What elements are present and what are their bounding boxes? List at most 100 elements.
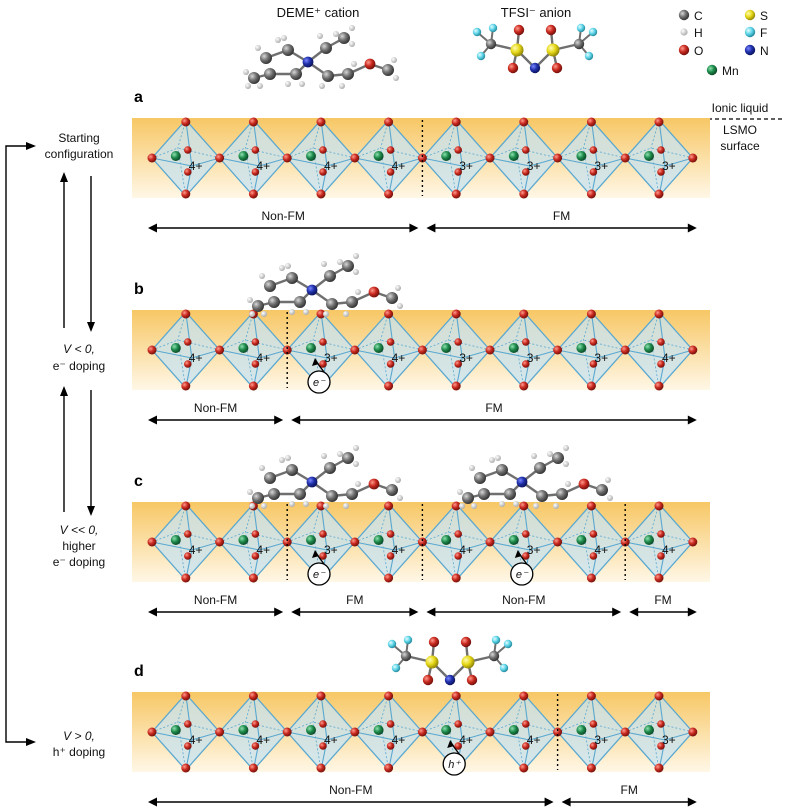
octahedron-edge — [422, 157, 463, 167]
octahedron-edge — [557, 541, 598, 551]
carbon-atom — [342, 68, 354, 80]
corner-oxygen — [553, 153, 563, 163]
hydrogen-atom — [397, 303, 403, 309]
corner-oxygen — [485, 537, 495, 547]
octahedron-edge — [422, 731, 463, 741]
carrier-label: h⁺ — [448, 759, 461, 771]
mn-valence-label: 3+ — [594, 159, 608, 173]
apical-oxygen — [248, 189, 258, 199]
carbon-atom — [320, 42, 332, 54]
octahedron-hidden-edge — [287, 339, 314, 351]
apical-oxygen — [586, 573, 596, 583]
hydrogen-atom — [285, 263, 291, 269]
apical-oxygen — [586, 309, 596, 319]
mn-valence-label: 3+ — [459, 351, 473, 365]
octahedron-hidden-edge — [287, 147, 314, 159]
region-label: Non-FM — [194, 401, 237, 415]
octahedron-edge — [658, 503, 666, 551]
octahedron-hidden-edge — [219, 531, 246, 543]
corner-oxygen — [282, 727, 292, 737]
apical-oxygen — [181, 381, 191, 391]
apical-oxygen — [519, 189, 529, 199]
mno6-octahedron: 4+ — [286, 691, 356, 773]
mno6-octahedron: 3+ — [556, 117, 627, 199]
octahedron-edge — [625, 731, 666, 741]
region-nonfm: Non-FM — [148, 593, 284, 617]
equatorial-oxygen — [184, 146, 192, 154]
apical-oxygen — [519, 381, 529, 391]
octahedron-edge — [287, 731, 328, 741]
octahedron-edge — [455, 311, 463, 359]
equatorial-oxygen — [184, 552, 192, 560]
hydrogen-atom — [547, 451, 553, 457]
octahedron-edge — [320, 693, 328, 741]
equatorial-oxygen — [522, 338, 530, 346]
oxygen-atom — [513, 24, 525, 36]
region-arrowhead-left — [426, 607, 436, 617]
mno6-octahedron: 4+ — [489, 691, 559, 773]
hydrogen-atom — [349, 25, 355, 31]
region-fm: FM — [629, 593, 697, 617]
hydrogen-atom — [469, 465, 475, 471]
octahedron-edge — [625, 349, 666, 359]
equatorial-oxygen — [454, 530, 463, 538]
mno6-octahedron: 3+ — [421, 309, 491, 391]
octahedron-hidden-edge — [489, 721, 516, 733]
fluorine-atom — [488, 23, 498, 33]
hydrogen-atom — [337, 451, 343, 457]
octahedron-hidden-edge — [219, 147, 246, 159]
octahedron-hidden-edge — [177, 147, 220, 159]
octahedron-hidden-edge — [489, 147, 516, 159]
hydrogen-atom — [563, 461, 569, 467]
equatorial-oxygen — [589, 742, 598, 750]
octahedron-edge — [259, 541, 288, 551]
region-arrowhead-left — [148, 415, 157, 425]
equatorial-oxygen — [251, 360, 260, 368]
region-label: FM — [654, 593, 671, 607]
carbon-atom — [342, 260, 354, 272]
corner-oxygen — [688, 345, 698, 355]
carbon-atom — [282, 44, 294, 56]
equatorial-oxygen — [657, 338, 665, 346]
apical-oxygen — [451, 381, 461, 391]
region-fm: FM — [291, 401, 697, 425]
carbon-atom — [536, 490, 548, 502]
manganese-ion — [508, 151, 519, 161]
mno6-octahedron: 3+ — [286, 309, 356, 391]
octahedron-edge — [625, 541, 666, 551]
octahedron-edge — [529, 349, 558, 359]
octahedron-edge — [388, 503, 396, 551]
loop-arrow-start-to-hole — [5, 145, 34, 743]
positive-bias-label-1: V > 0, — [63, 729, 95, 743]
mno6-octahedron: 3+ — [489, 117, 559, 199]
apical-oxygen — [181, 117, 191, 127]
octahedron-edge — [529, 731, 558, 741]
octahedron-edge — [523, 503, 531, 551]
loop-arrowhead-hole — [26, 738, 36, 746]
oxygen-atom — [428, 636, 440, 648]
mn-valence-label: 4+ — [189, 543, 203, 557]
apical-oxygen — [248, 381, 258, 391]
region-label: Non-FM — [262, 209, 305, 223]
nitrogen-atom — [529, 62, 541, 74]
apical-oxygen — [384, 573, 394, 583]
octahedron-edge — [597, 349, 626, 359]
octahedron-edge — [489, 731, 530, 741]
hydrogen-atom — [397, 495, 403, 501]
legend-swatch-o — [678, 44, 690, 56]
mn-valence-label: 4+ — [392, 543, 406, 557]
region-fm: FM — [426, 209, 697, 233]
octahedron-hidden-edge — [448, 531, 491, 543]
octahedron-edge — [523, 693, 531, 741]
deme-cation-molecule — [457, 445, 613, 509]
carbon-atom — [248, 72, 260, 84]
manganese-ion — [644, 343, 654, 353]
apical-oxygen — [586, 763, 596, 773]
equatorial-oxygen — [319, 742, 327, 750]
octahedron-edge — [320, 311, 328, 359]
apical-oxygen — [654, 691, 664, 701]
manganese-ion — [373, 343, 384, 353]
apical-oxygen — [654, 501, 664, 511]
mn-valence-label: 4+ — [324, 733, 338, 747]
